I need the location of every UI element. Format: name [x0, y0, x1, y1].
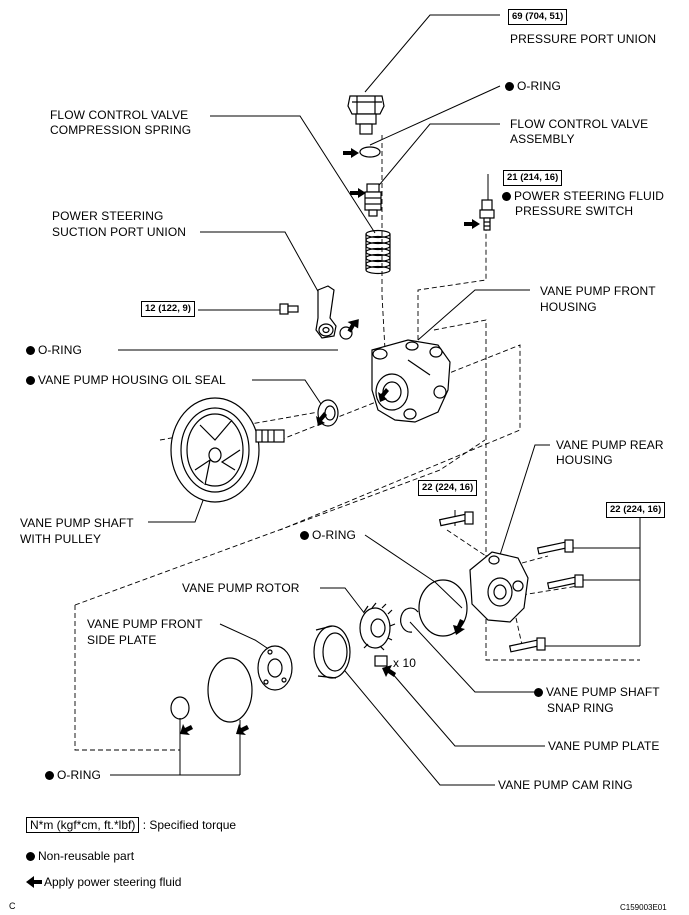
- vane-plate-part: [374, 655, 388, 667]
- front-side-plate-part: [257, 645, 293, 691]
- pressure-switch-part: [479, 199, 495, 231]
- label-shaft-pulley-2: WITH PULLEY: [20, 532, 102, 546]
- nonreusable-dot-icon: [26, 376, 35, 385]
- legend-torque-key: N*m (kgf*cm, ft.*lbf): [26, 817, 140, 833]
- label-pressure-switch-1: POWER STEERING FLUID: [502, 188, 664, 204]
- label-oring-top: O-RING: [505, 78, 561, 94]
- rear-housing-bolts-part: [438, 511, 584, 653]
- label-flow-control-assembly-1: FLOW CONTROL VALVE: [510, 117, 649, 131]
- label-vane-pump-plate: VANE PUMP PLATE: [548, 739, 660, 753]
- label-front-housing-2: HOUSING: [540, 300, 597, 314]
- torque-rear-housing-right: 22 (224, 16): [606, 502, 666, 518]
- torque-pressure-port-union: 69 (704, 51): [508, 9, 568, 25]
- label-flow-control-assembly-2: ASSEMBLY: [510, 132, 575, 146]
- vane-pump-rotor-part: [359, 602, 396, 651]
- label-snap-ring-1: VANE PUMP SHAFT: [534, 684, 660, 700]
- label-front-side-plate-2: SIDE PLATE: [87, 633, 157, 647]
- torque-suction-union-bolt: 12 (122, 9): [141, 301, 195, 317]
- label-rear-housing-1: VANE PUMP REAR: [556, 438, 664, 452]
- label-front-side-plate-1: VANE PUMP FRONT: [87, 617, 203, 631]
- nonreusable-dot-icon: [534, 688, 543, 697]
- nonreusable-dot-icon: [26, 346, 35, 355]
- nonreusable-dot-icon: [26, 852, 35, 861]
- figure-code: C159003E01: [620, 903, 667, 912]
- label-pressure-switch-2: PRESSURE SWITCH: [515, 204, 634, 218]
- cam-ring-part: [313, 625, 351, 679]
- label-pressure-port-union: PRESSURE PORT UNION: [510, 32, 657, 46]
- vane-pump-rear-housing-part: [469, 551, 529, 623]
- corner-letter: C: [9, 901, 16, 911]
- compression-spring-part: [365, 229, 391, 275]
- label-cam-ring: VANE PUMP CAM RING: [498, 778, 633, 792]
- fluid-arrows: [180, 148, 480, 735]
- pressure-port-union-part: [347, 95, 385, 135]
- vane-pump-front-housing-part: [371, 339, 451, 423]
- legend-torque: N*m (kgf*cm, ft.*lbf) : Specified torque: [26, 817, 236, 833]
- legend-nonreusable: Non-reusable part: [26, 848, 134, 864]
- label-oring-rear: O-RING: [300, 527, 356, 543]
- legend-arrow-icon: [26, 876, 42, 888]
- label-suction-port-union-1: POWER STEERING: [52, 209, 164, 223]
- label-shaft-pulley-1: VANE PUMP SHAFT: [20, 516, 134, 530]
- legend-torque-text: : Specified torque: [142, 818, 237, 832]
- torque-pressure-switch: 21 (214, 16): [503, 170, 563, 186]
- oring-small-bottom-part: [170, 696, 190, 720]
- shaft-with-pulley-part: [170, 397, 285, 503]
- nonreusable-dot-icon: [505, 82, 514, 91]
- label-suction-port-union-2: SUCTION PORT UNION: [52, 225, 187, 239]
- label-vane-pump-rotor: VANE PUMP ROTOR: [182, 581, 300, 595]
- label-snap-ring-2: SNAP RING: [547, 701, 614, 715]
- suction-union-bolt-part: [279, 303, 299, 315]
- flow-control-valve-part: [364, 183, 382, 217]
- label-oring-suction: O-RING: [26, 342, 82, 358]
- nonreusable-dot-icon: [300, 531, 309, 540]
- suction-port-union-part: [315, 285, 337, 339]
- oring-large-bottom-part: [207, 657, 253, 723]
- label-rear-housing-2: HOUSING: [556, 453, 613, 467]
- nonreusable-dot-icon: [502, 192, 511, 201]
- label-front-housing-1: VANE PUMP FRONT: [540, 284, 656, 298]
- label-oring-bottom: O-RING: [45, 767, 101, 783]
- legend-apply-fluid: Apply power steering fluid: [44, 875, 182, 889]
- label-housing-oil-seal: VANE PUMP HOUSING OIL SEAL: [26, 372, 226, 388]
- oring-rear-part: [418, 579, 468, 637]
- snap-ring-part: [400, 607, 419, 633]
- label-quantity: x 10: [393, 656, 417, 670]
- oring-top-part: [359, 146, 381, 158]
- label-flow-control-spring-2: COMPRESSION SPRING: [50, 123, 192, 137]
- nonreusable-dot-icon: [45, 771, 54, 780]
- label-flow-control-spring-1: FLOW CONTROL VALVE: [50, 108, 189, 122]
- torque-rear-housing-left: 22 (224, 16): [418, 480, 478, 496]
